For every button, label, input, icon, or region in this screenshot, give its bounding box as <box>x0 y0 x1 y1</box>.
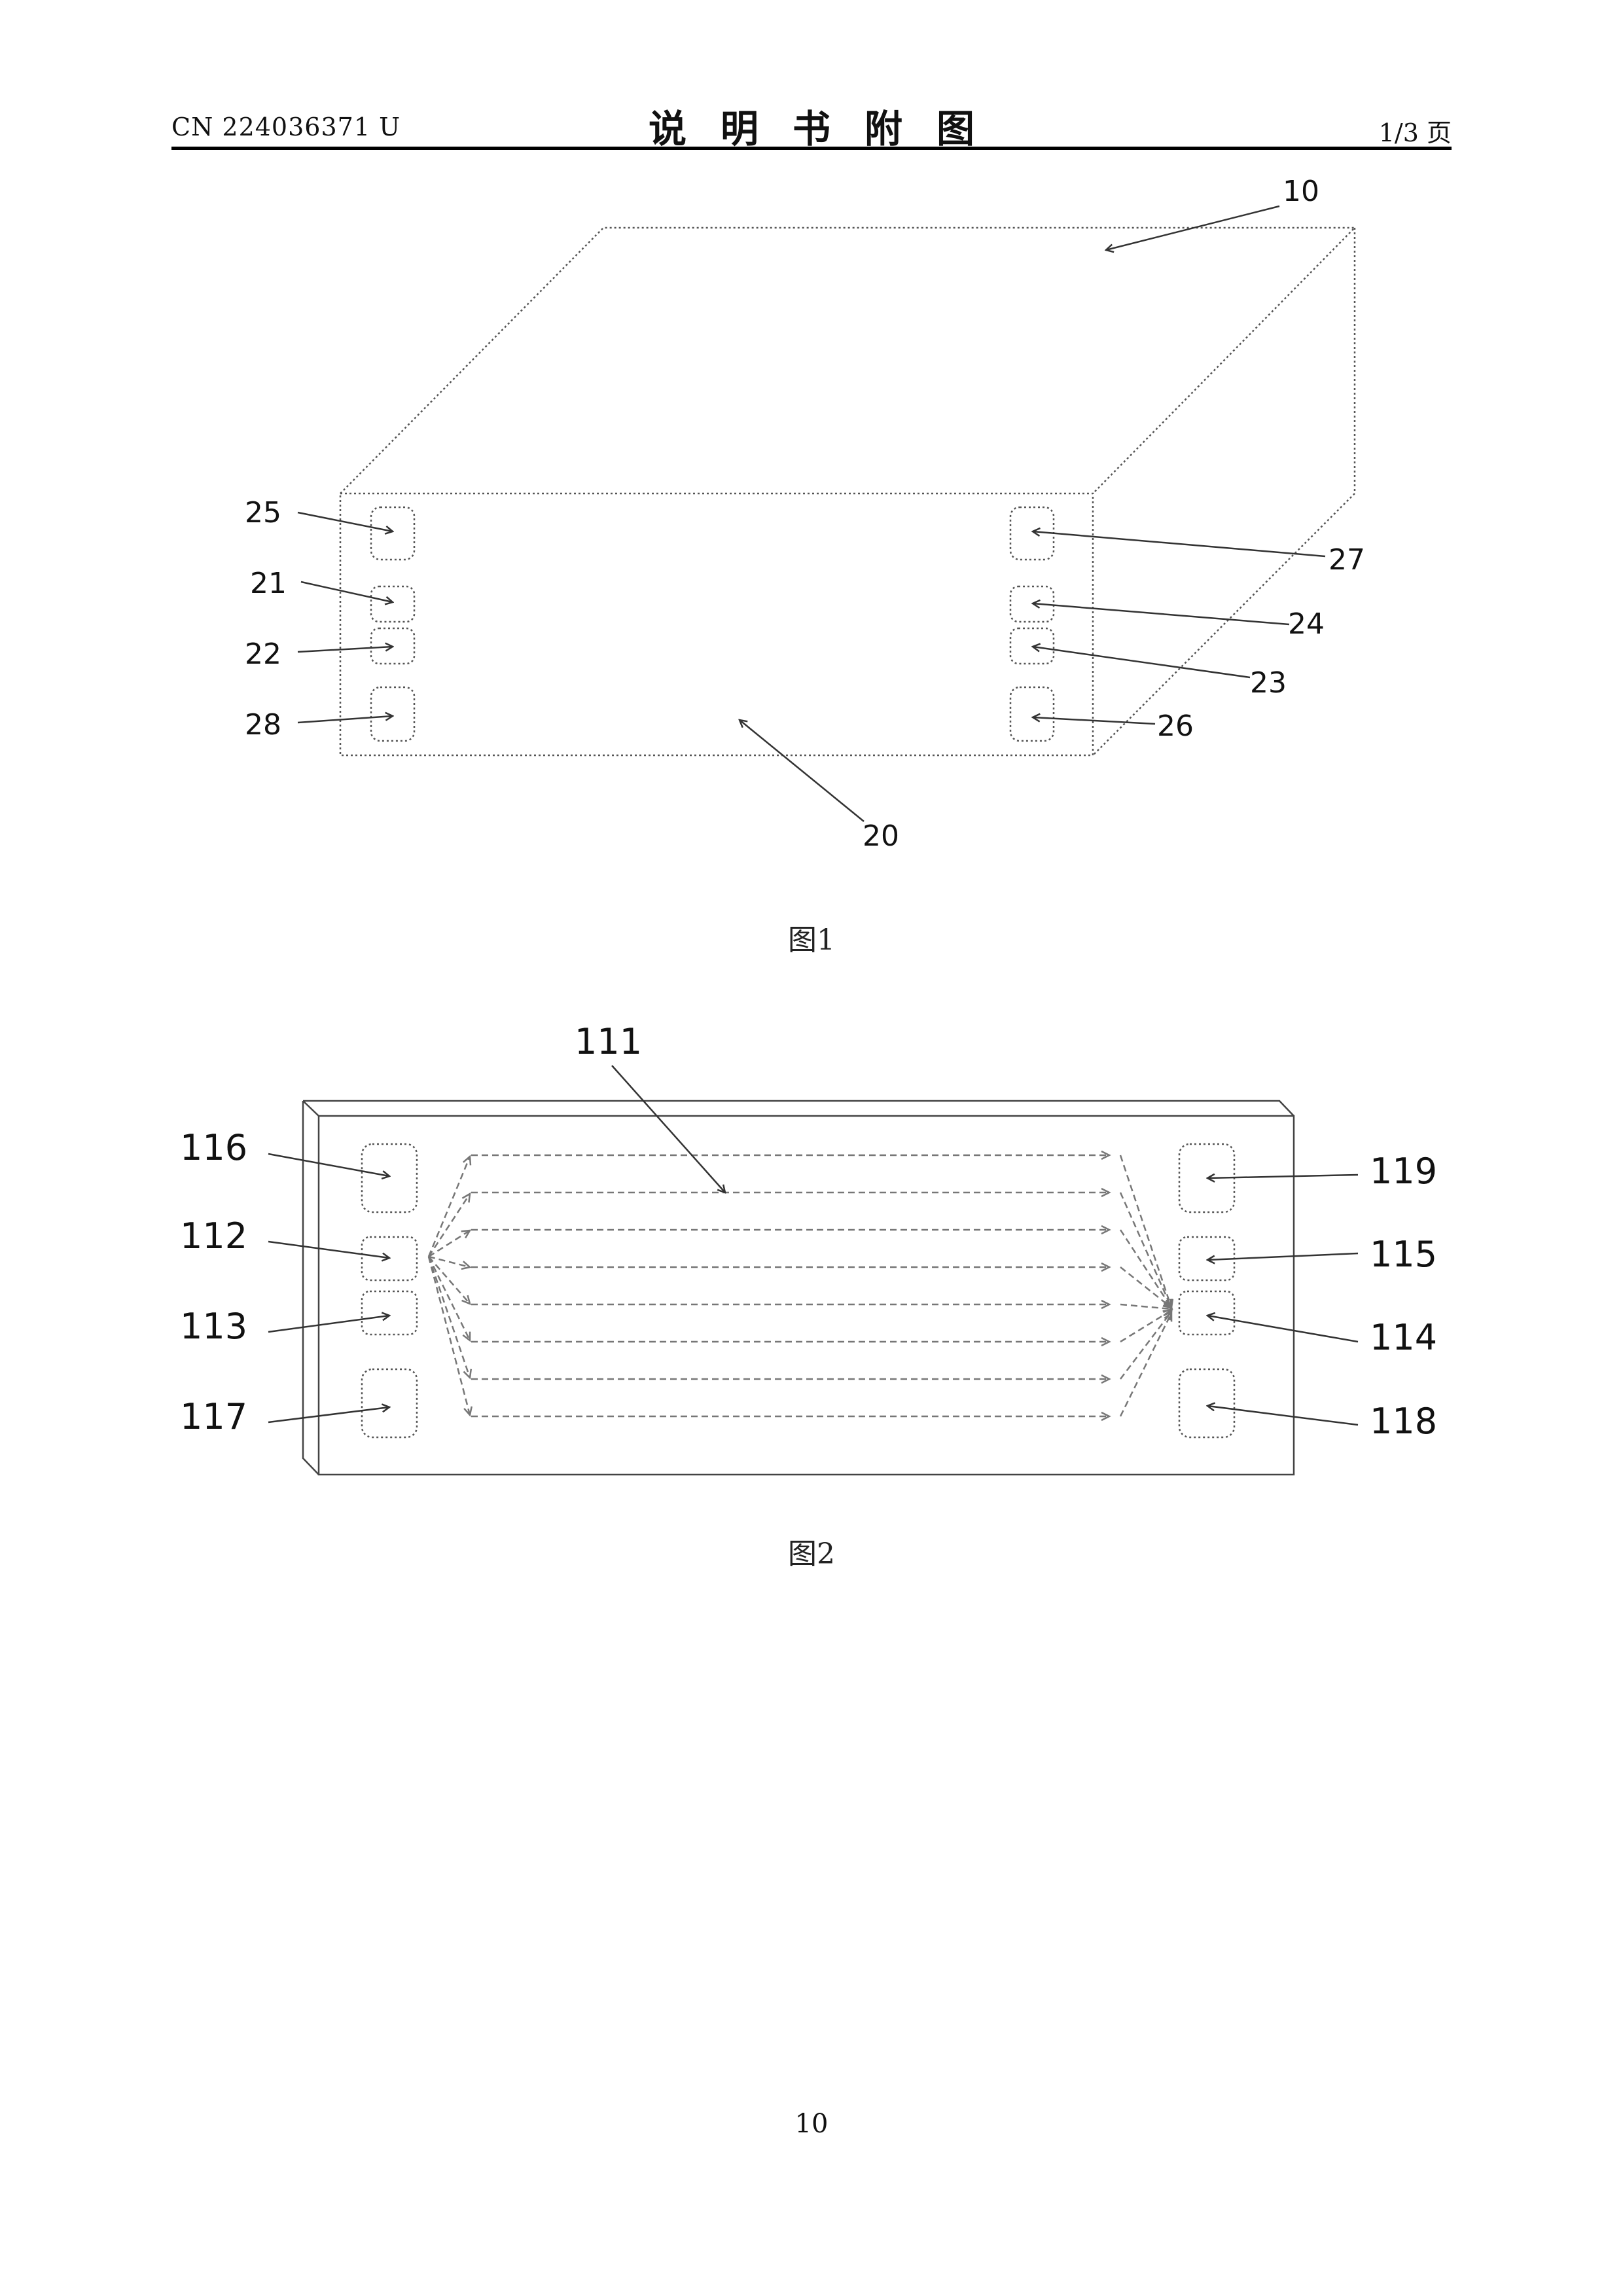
port-114 <box>1179 1291 1234 1335</box>
label-25: 25 <box>245 496 281 529</box>
label-111: 111 <box>575 1021 642 1062</box>
flow-channels <box>429 1155 1171 1416</box>
label-24: 24 <box>1288 607 1325 641</box>
port-26 <box>1010 687 1054 741</box>
front-panel-ports <box>371 507 1054 741</box>
plate-ports <box>362 1144 1234 1437</box>
label-28: 28 <box>245 708 281 742</box>
label-119: 119 <box>1370 1151 1437 1192</box>
port-21 <box>371 586 414 622</box>
label-115: 115 <box>1370 1234 1437 1275</box>
page-number: 10 <box>713 2109 910 2139</box>
port-28 <box>371 687 414 741</box>
label-114: 114 <box>1370 1317 1437 1358</box>
port-113 <box>362 1291 417 1335</box>
label-26: 26 <box>1157 709 1194 743</box>
label-23: 23 <box>1250 666 1287 700</box>
label-10: 10 <box>1283 175 1319 208</box>
label-20: 20 <box>863 819 899 853</box>
box-outline <box>340 228 1355 755</box>
label-27: 27 <box>1329 543 1365 577</box>
port-116 <box>362 1144 417 1212</box>
label-117: 117 <box>180 1396 247 1437</box>
label-116: 116 <box>180 1127 247 1168</box>
figure-1-labels: 10 25 21 22 28 27 24 23 26 20 <box>245 175 1365 853</box>
label-118: 118 <box>1370 1401 1437 1442</box>
figure-1-diagram: 10 25 21 22 28 27 24 23 26 20 <box>0 0 1623 916</box>
port-23 <box>1010 628 1054 664</box>
figure-1-caption: 图1 <box>713 916 910 958</box>
figure-2-diagram: 111 116 112 113 117 119 115 114 118 <box>0 982 1623 1532</box>
label-21: 21 <box>250 567 287 600</box>
label-112: 112 <box>180 1215 247 1257</box>
leader-lines-2 <box>268 1066 1358 1425</box>
figure-2-caption: 图2 <box>713 1530 910 1572</box>
label-113: 113 <box>180 1306 247 1347</box>
port-117 <box>362 1369 417 1437</box>
port-112 <box>362 1237 417 1280</box>
port-22 <box>371 628 414 664</box>
label-22: 22 <box>245 637 281 671</box>
port-25 <box>371 507 414 560</box>
port-118 <box>1179 1369 1234 1437</box>
